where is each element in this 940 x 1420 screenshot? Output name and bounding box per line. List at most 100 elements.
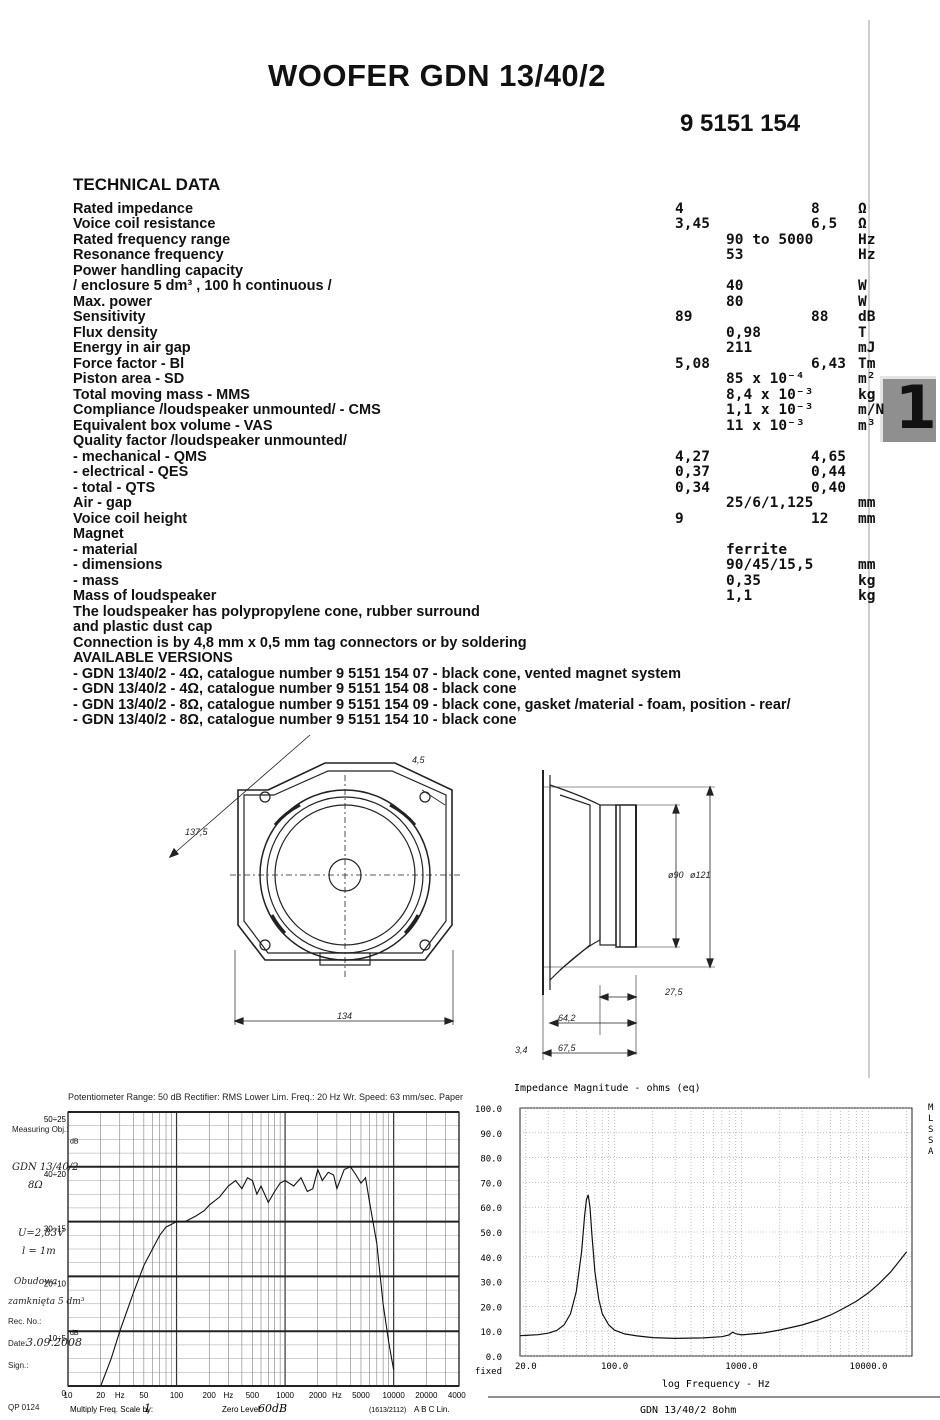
tech-row-unit: m/N (858, 402, 885, 418)
fr-footer-mult-value: 1 (144, 1402, 151, 1415)
tech-row-label: Piston area - SD (73, 371, 185, 387)
dim-outer-label: ø121 (690, 870, 711, 880)
fr-side-ohm: 8Ω (28, 1180, 43, 1191)
fr-y-tick-label: 50÷25 (44, 1115, 67, 1124)
dim-depth1-label: 27,5 (664, 987, 684, 997)
fr-x-tick-label: 500 (246, 1391, 260, 1400)
frequency-response-chart: Potentiometer Range: 50 dB Rectifier: RM… (4, 1084, 466, 1418)
tech-row-value-nominal: 0,35 (726, 573, 761, 589)
tech-row-label: - material (73, 542, 138, 558)
tech-note-line: and plastic dust cap (73, 619, 213, 635)
fr-footer-zero-value: 60dB (258, 1402, 287, 1415)
fr-header-text: Potentiometer Range: 50 dB Rectifier: RM… (68, 1092, 466, 1102)
tech-row-unit: Hz (858, 247, 876, 263)
tech-row: Piston area - SD 85 x 10⁻⁴ m² (73, 371, 875, 387)
tech-row-value-nominal: 211 (726, 340, 753, 356)
imp-y-tick-label: 40.0 (480, 1254, 502, 1264)
page-title: WOOFER GDN 13/40/2 (268, 58, 607, 93)
chart-bg (4, 1084, 466, 1418)
fr-x-tick-label: 2000 (309, 1391, 327, 1400)
tech-note-line: - GDN 13/40/2 - 8Ω, catalogue number 9 5… (73, 712, 517, 728)
fr-y-tick-label: 30÷15 (44, 1225, 67, 1234)
tech-note-line: - GDN 13/40/2 - 8Ω, catalogue number 9 5… (73, 697, 791, 713)
tech-row-unit: W (858, 294, 867, 310)
tech-row-value-min: 5,08 (675, 356, 710, 372)
fr-x-tick-label: Hz (332, 1391, 342, 1400)
fr-footer-abc: A B C Lin. (414, 1405, 450, 1414)
imp-x-tick-label: 10000.0 (850, 1362, 888, 1372)
fr-footer-zero: Zero Level: (222, 1405, 262, 1414)
tech-row-unit: m³ (858, 418, 876, 434)
fr-side-measuring: Measuring Obj.: (12, 1125, 68, 1134)
tech-row-value-nominal: 40 (726, 278, 744, 294)
fr-y-tick-label: 10÷5 (48, 1334, 66, 1343)
imp-y-tick-label: 80.0 (480, 1155, 502, 1165)
fr-footer-mult: Multiply Freq. Scale by: (70, 1405, 153, 1414)
fr-x-tick-label: 100 (170, 1391, 184, 1400)
imp-x-axis-label: log Frequency - Hz (662, 1379, 770, 1390)
imp-x-tick-label: 20.0 (515, 1362, 537, 1372)
section-tab: 1 (880, 373, 937, 443)
tech-row-value-nominal: 11 x 10⁻³ (726, 418, 805, 434)
tech-row-label: Total moving mass - MMS (73, 387, 250, 403)
tech-row-value-nominal: 25/6/1,125 (726, 495, 814, 511)
fr-y-tick-label: 20÷10 (44, 1279, 67, 1288)
tech-row-label: Mass of loudspeaker (73, 588, 217, 604)
tech-row-unit: mm (858, 511, 876, 527)
tech-row-value-nominal: ferrite (726, 542, 788, 558)
fr-plot-border (67, 1111, 460, 1387)
tech-row-label: Sensitivity (73, 309, 146, 325)
tech-row-value-max: 6,5 (811, 216, 838, 232)
tech-row-label: Quality factor /loudspeaker unmounted/ (73, 433, 347, 449)
tech-row-label: Rated frequency range (73, 232, 231, 248)
imp-y-tick-label: 70.0 (480, 1179, 502, 1189)
page-border (868, 20, 870, 1078)
tech-row-unit: mm (858, 495, 876, 511)
tech-row-value-nominal: 90 to 5000 (726, 232, 814, 248)
tech-row-unit: W (858, 278, 867, 294)
tech-row-unit: m² (858, 371, 876, 387)
fr-x-tick-label: Hz (223, 1391, 233, 1400)
fr-side-u: U=2,83V (18, 1228, 66, 1239)
fr-x-tick-label: Hz (115, 1391, 125, 1400)
tech-row-label: Power handling capacity (73, 263, 244, 279)
dim-depth3-label: 67,5 (558, 1043, 577, 1053)
tech-row-label: Rated impedance (73, 201, 194, 217)
tech-row-label: Magnet (73, 526, 124, 542)
fr-y-tick-label: 0 (62, 1389, 67, 1398)
tech-note-line: Connection is by 4,8 mm x 0,5 mm tag con… (73, 635, 527, 651)
tech-row-value-nominal: 80 (726, 294, 744, 310)
tech-row-unit: Tm (858, 356, 876, 372)
imp-title: Impedance Magnitude - ohms (eq) (514, 1083, 701, 1094)
tech-row-value-min: 0,34 (675, 480, 710, 496)
fr-side-enclosure: Obudowa (14, 1277, 57, 1287)
fr-y-tick-label: 40÷20 (44, 1170, 67, 1179)
catalogue-number: 9 5151 154 (680, 110, 801, 137)
tech-row-label: Air - gap (73, 495, 132, 511)
tech-row-value-nominal: 8,4 x 10⁻³ (726, 387, 814, 403)
tech-row-value-max: 6,43 (811, 356, 846, 372)
imp-y-tick-label: 90.0 (480, 1130, 502, 1140)
tech-row-unit: mJ (858, 340, 876, 356)
fr-x-tick-label: 20000 (415, 1391, 438, 1400)
tech-row-label: Max. power (73, 294, 152, 310)
dim-depth2-label: 64,2 (558, 1013, 576, 1023)
tech-row-unit: mm (858, 557, 876, 573)
tech-row-value-min: 4,27 (675, 449, 710, 465)
fr-x-tick-label: 50 (139, 1391, 148, 1400)
tech-row-label: - mass (73, 573, 119, 589)
fr-y-unit: dB (70, 1330, 79, 1337)
fr-side-l: l = 1m (22, 1246, 56, 1257)
tech-row: Power handling capacity (73, 263, 833, 279)
tech-row-value-max: 0,40 (811, 480, 846, 496)
tech-row-value-nominal: 53 (726, 247, 744, 263)
tech-row-label: - mechanical - QMS (73, 449, 207, 465)
imp-x-tick-label: 1000.0 (725, 1362, 758, 1372)
tech-row-value-nominal: 85 x 10⁻⁴ (726, 371, 805, 387)
